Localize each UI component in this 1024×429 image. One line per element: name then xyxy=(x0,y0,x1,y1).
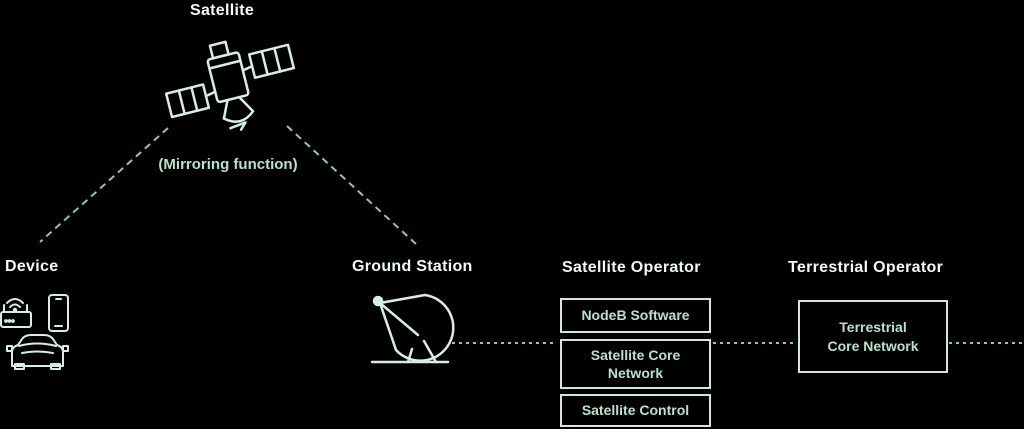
mirroring-function-label: (Mirroring function) xyxy=(158,156,298,173)
satellite-control-box: Satellite Control xyxy=(560,394,711,427)
satellite-control-label: Satellite Control xyxy=(581,402,690,419)
dish-bowl xyxy=(394,293,455,362)
satellite-left-panel xyxy=(164,83,211,119)
terrestrial-core-network-label: Terrestrial Core Network xyxy=(827,319,919,354)
satellite-dish-icon xyxy=(370,293,455,364)
terrestrial-core-network-box: Terrestrial Core Network xyxy=(798,300,948,373)
nodeb-software-label: NodeB Software xyxy=(581,307,690,324)
smartphone-icon xyxy=(48,294,69,332)
satellite-title: Satellite xyxy=(190,2,255,19)
device-icons xyxy=(0,294,69,370)
ground-station-title: Ground Station xyxy=(352,258,473,275)
satellite-device-link xyxy=(39,127,169,243)
satellite-operator-title: Satellite Operator xyxy=(562,259,701,276)
satellite-core-network-box: Satellite Core Network xyxy=(560,339,711,389)
nodeb-software-box: NodeB Software xyxy=(560,298,711,333)
satellite-dish-bowl xyxy=(222,109,255,123)
satellite-dish-feed xyxy=(229,121,247,131)
satellite-body xyxy=(206,51,250,104)
satellite-right-panel xyxy=(247,43,296,79)
wifi-router-icon xyxy=(0,298,32,328)
satellite-groundstation-link xyxy=(286,125,417,245)
terrestrial-operator-title: Terrestrial Operator xyxy=(788,259,944,276)
satellite-icon xyxy=(164,40,296,131)
device-title: Device xyxy=(5,258,59,275)
satellite-core-network-label: Satellite Core Network xyxy=(590,346,681,381)
car-icon xyxy=(6,334,69,370)
